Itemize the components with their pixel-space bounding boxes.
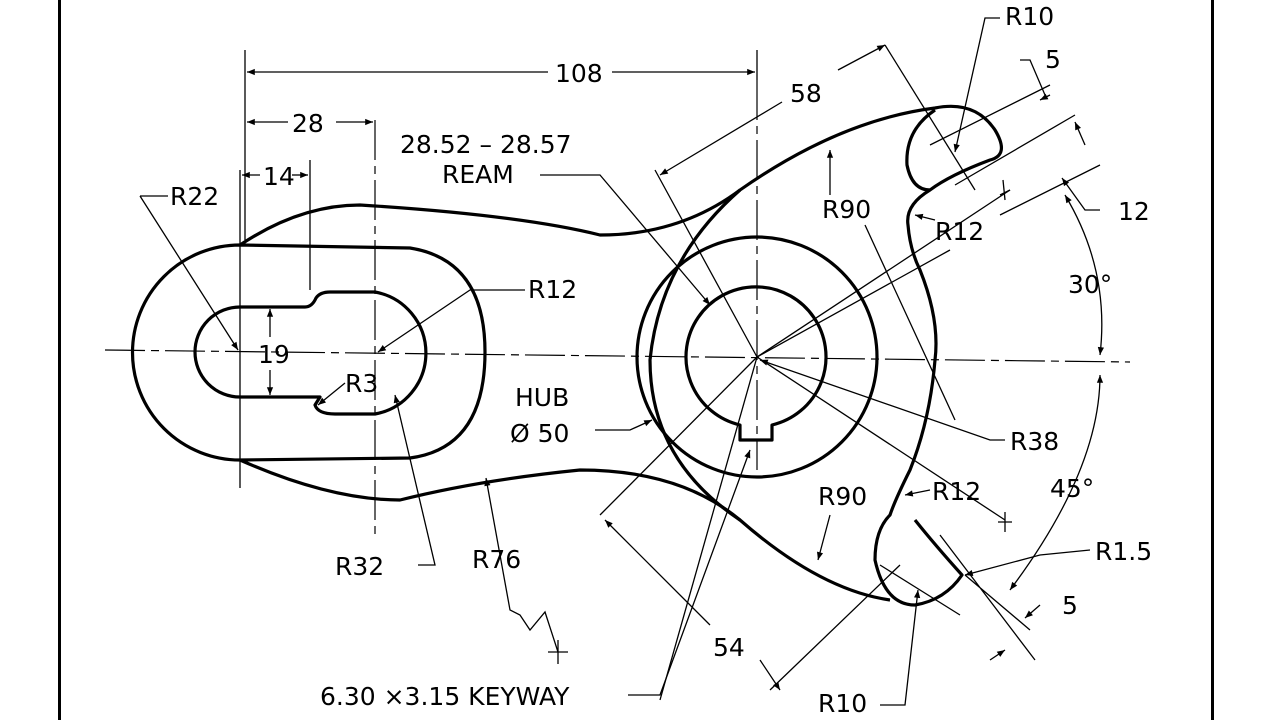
dimension-labels: 108 28 14 R22 19 R3 R12 R32 R76 28.52 – …	[170, 2, 1152, 718]
left-frame-border	[58, 0, 61, 720]
dim-28: 28	[292, 109, 324, 138]
dim-5-bottom: 5	[1062, 591, 1078, 620]
center-lines	[104, 50, 1131, 701]
dim-r76: R76	[472, 545, 521, 574]
dim-r1-5: R1.5	[1095, 537, 1152, 566]
dim-30-deg: 30°	[1068, 270, 1112, 299]
dim-r32: R32	[335, 552, 384, 581]
dim-14: 14	[263, 162, 295, 191]
dim-r22: R22	[170, 182, 219, 211]
hub-label: HUB	[515, 383, 569, 412]
dim-r3: R3	[345, 369, 378, 398]
dim-58: 58	[790, 79, 822, 108]
part-outline	[130, 104, 1003, 607]
dim-5-top: 5	[1045, 45, 1061, 74]
dim-r90-bottom: R90	[818, 482, 867, 511]
dim-19: 19	[258, 340, 290, 369]
ream-size: 28.52 – 28.57	[400, 130, 572, 159]
dim-r12-bottom: R12	[932, 477, 981, 506]
dim-108: 108	[555, 59, 603, 88]
dim-r10-top: R10	[1005, 2, 1054, 31]
right-frame-border	[1211, 0, 1214, 720]
dim-r90-top: R90	[822, 195, 871, 224]
dim-r38: R38	[1010, 427, 1059, 456]
dimension-lines	[139, 17, 1105, 706]
dim-12: 12	[1118, 197, 1150, 226]
dim-45-deg: 45°	[1050, 474, 1094, 503]
dim-r12-top: R12	[935, 217, 984, 246]
keyway-label: 6.30 ×3.15 KEYWAY	[320, 682, 570, 711]
hub-diameter: Ø 50	[510, 419, 569, 448]
dim-r10-bottom: R10	[818, 689, 867, 718]
dim-r12-slot: R12	[528, 275, 577, 304]
ream-label: REAM	[442, 160, 514, 189]
dim-54: 54	[713, 633, 745, 662]
